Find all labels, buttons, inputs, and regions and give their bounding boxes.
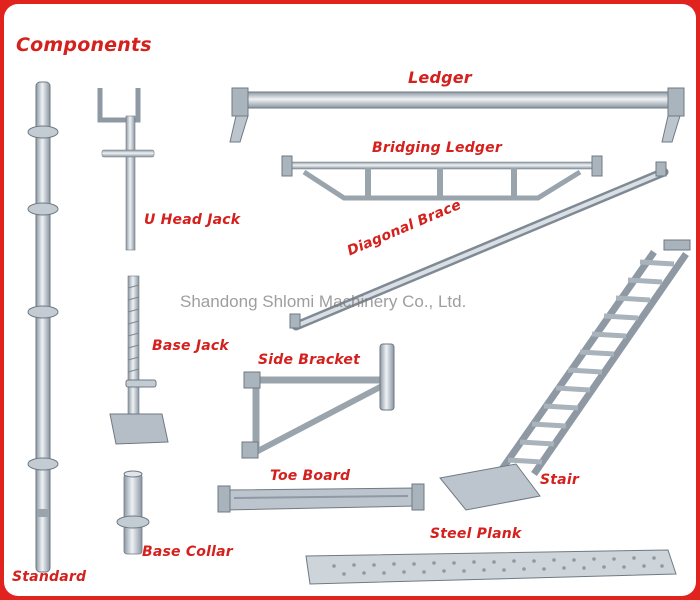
standard-image (27, 81, 59, 573)
toe-board-image (217, 483, 425, 513)
base-collar-label: Base Collar (142, 544, 233, 560)
u-head-jack-label: U Head Jack (144, 212, 241, 228)
base-collar-image (116, 470, 150, 555)
watermark-text: Shandong Shlomi Machinery Co., Ltd. (180, 292, 467, 311)
bridging-ledger-image (281, 155, 603, 201)
bridging-ledger-label: Bridging Ledger (372, 140, 502, 156)
u-head-jack-image (97, 88, 155, 251)
components-title: Components (16, 34, 152, 56)
stair-image (439, 239, 691, 511)
base-jack-image (109, 275, 169, 445)
side-bracket-label: Side Bracket (258, 352, 360, 368)
side-bracket-image (241, 343, 395, 459)
components-panel: Components Ledger Bridging Ledger U Head… (4, 4, 696, 596)
standard-label: Standard (12, 569, 87, 585)
toe-board-label: Toe Board (270, 468, 351, 484)
stair-label: Stair (540, 472, 579, 488)
component-illustrations (27, 81, 691, 585)
diagonal-brace-image (289, 161, 669, 331)
steel-plank-image (305, 549, 677, 585)
ledger-image (229, 87, 685, 143)
base-jack-label: Base Jack (152, 338, 229, 354)
ledger-label: Ledger (408, 68, 472, 87)
steel-plank-label: Steel Plank (430, 526, 522, 542)
